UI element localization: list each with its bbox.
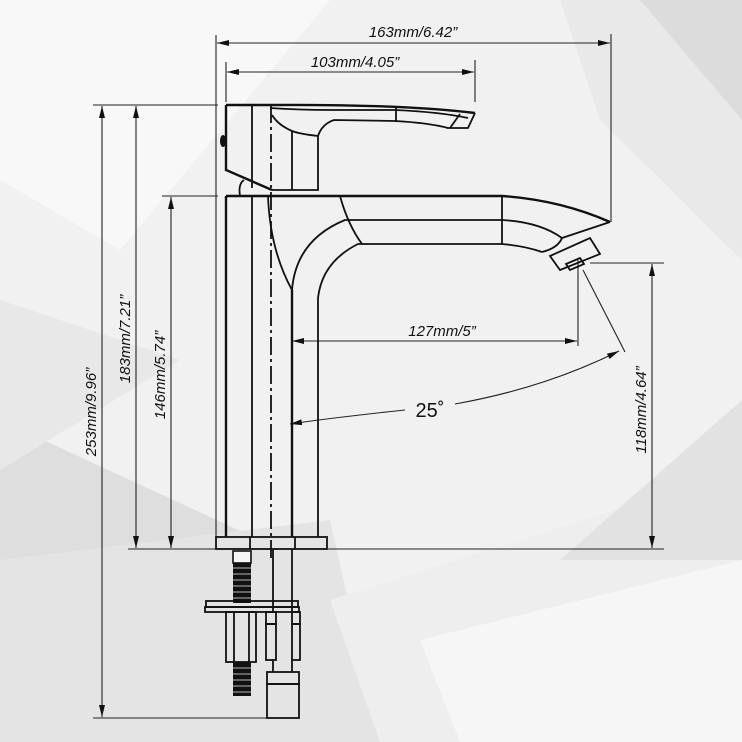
mounting-hardware xyxy=(204,549,301,719)
faucet-handle xyxy=(220,103,476,192)
label-overall-width: 163mm/6.42” xyxy=(369,24,458,41)
dim-rotation-angle xyxy=(289,269,626,426)
label-height-spout-top: 146mm/5.74” xyxy=(152,330,169,419)
label-total-height: 253mm/9.96” xyxy=(83,367,100,457)
label-handle-length: 103mm/4.05” xyxy=(311,54,400,71)
label-height-handle-top: 183mm/7.21” xyxy=(117,294,134,383)
label-spout-outlet-height: 118mm/4.64” xyxy=(633,365,650,453)
extension-lines xyxy=(93,34,664,719)
faucet-base xyxy=(215,536,328,550)
faucet-body xyxy=(224,105,611,560)
label-spout-reach: 127mm/5” xyxy=(408,323,477,340)
label-rotation-angle: 25˚ xyxy=(416,400,445,422)
